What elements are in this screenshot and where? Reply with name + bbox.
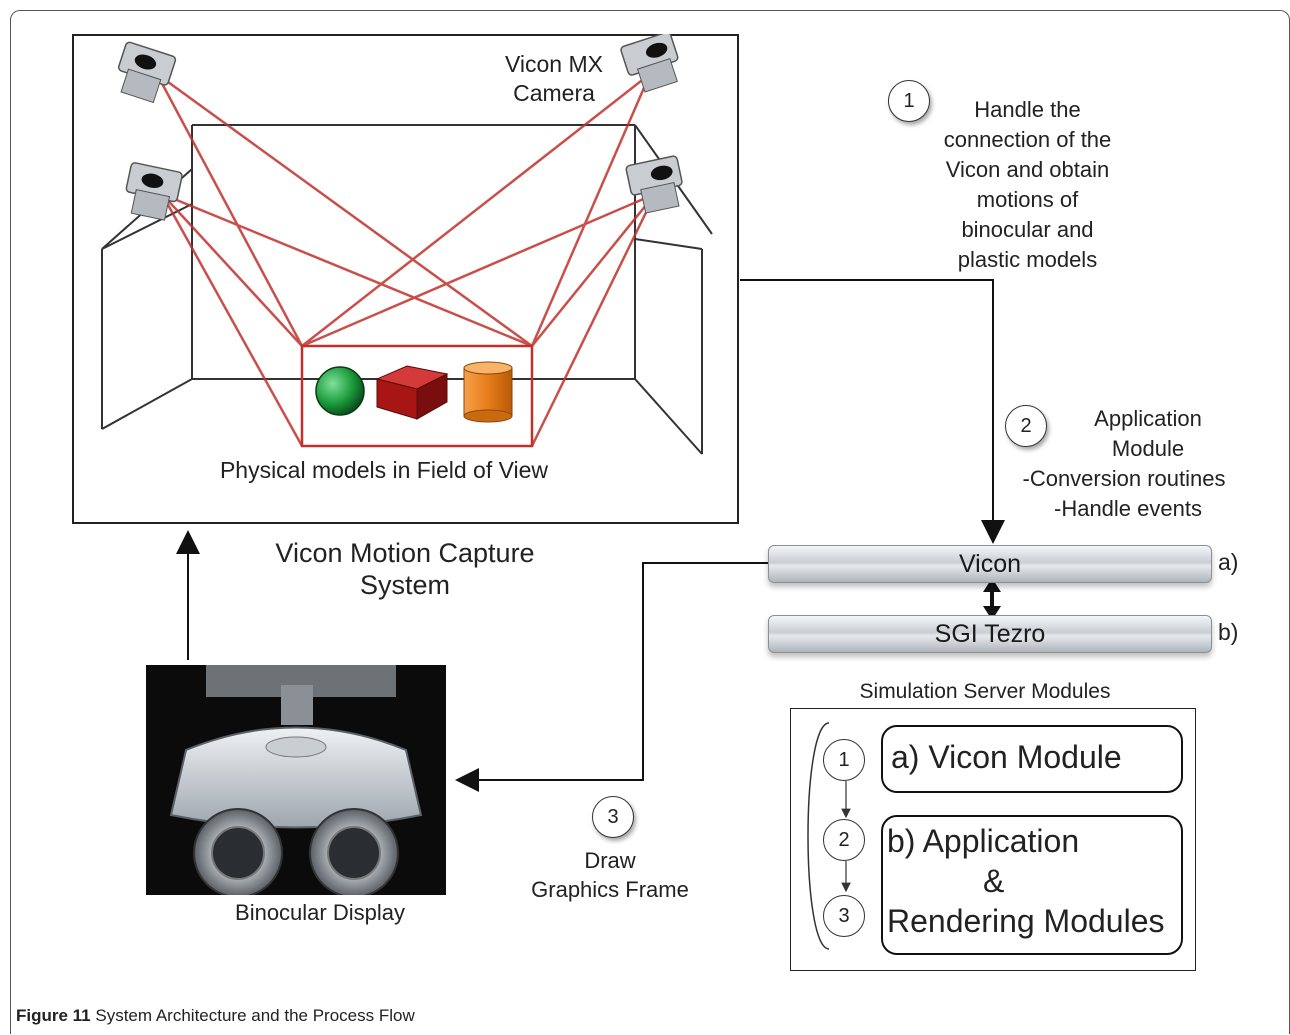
step2-number: 2 [1020, 414, 1032, 437]
step1-line: binocular and [961, 217, 1094, 242]
figure-caption-label: Figure 11 [16, 1006, 91, 1025]
step2-line: Module [1111, 436, 1185, 461]
vicon-server-label: Vicon [958, 550, 1022, 578]
step1-line: motions of [976, 187, 1079, 212]
cube-model [375, 365, 449, 420]
step3-line: Draw [584, 848, 636, 873]
system-title: Vicon Motion Capture System [240, 538, 570, 602]
step2-line: Application [1094, 406, 1202, 431]
vicon-server-tag: a) [1218, 549, 1239, 575]
module-step2-number: 2 [838, 828, 850, 851]
module-step3-number: 3 [838, 904, 850, 927]
cylinder-model [463, 361, 513, 423]
step1-circle: 1 [888, 80, 930, 122]
arrow-capture-to-vicon [740, 279, 1005, 544]
step1-line: Handle the [974, 97, 1081, 122]
module-flow [807, 722, 851, 950]
vicon-camera-mid-left [125, 162, 183, 221]
step1-line: Vicon and obtain [945, 157, 1110, 182]
module-step1-circle: 1 [823, 739, 865, 781]
system-title-line1: Vicon Motion Capture [275, 538, 535, 568]
figure-caption: Figure 11 System Architecture and the Pr… [16, 1006, 415, 1026]
sgi-server-label: SGI Tezro [934, 620, 1046, 648]
sgi-server-tag: b) [1218, 619, 1239, 645]
module-step2-circle: 2 [823, 819, 865, 861]
arrow-server-to-binocular [455, 562, 768, 792]
sgi-server: SGI Tezro [768, 615, 1212, 653]
vicon-module-box: a) Vicon Module [881, 725, 1183, 793]
field-of-view-box [300, 344, 534, 448]
camera-label-line1: Vicon MX [505, 51, 603, 77]
rendering-module-label: Rendering Modules [887, 903, 1165, 939]
field-of-view-label: Physical models in Field of View [220, 457, 548, 483]
step2-line: -Conversion routines [1022, 466, 1226, 491]
module-step3-circle: 3 [823, 895, 865, 937]
binocular-device [146, 665, 446, 895]
vicon-server: Vicon [768, 545, 1212, 583]
vicon-camera-top-right [620, 34, 679, 93]
application-module-box: b) Application & Rendering Modules [881, 815, 1183, 955]
step1-number: 1 [903, 89, 915, 112]
modules-title: Simulation Server Modules [859, 680, 1111, 703]
step2-circle: 2 [1005, 405, 1047, 447]
system-title-line2: System [359, 569, 451, 600]
arrow-vicon-sgi [983, 578, 1001, 620]
step3-number: 3 [607, 805, 619, 828]
vicon-module-label: a) Vicon Module [891, 739, 1122, 775]
application-module-ampersand: & [983, 863, 1005, 899]
step3-line: Graphics Frame [531, 877, 689, 902]
module-step1-number: 1 [838, 748, 850, 771]
step1-description: Handle the connection of the Vicon and o… [905, 95, 1150, 275]
capture-system-panel: Vicon MX Camera Physical models in Field… [72, 34, 739, 524]
binocular-display-photo [146, 665, 446, 895]
step3-description: Draw Graphics Frame [505, 846, 715, 904]
figure-caption-text: System Architecture and the Process Flow [95, 1006, 415, 1025]
step2-line: -Handle events [1054, 496, 1202, 521]
camera-rays [155, 72, 657, 447]
step1-line: connection of the [943, 127, 1112, 152]
step2-description: Application Module -Conversion routines … [1000, 404, 1248, 524]
binocular-display-label: Binocular Display [235, 900, 405, 925]
step3-circle: 3 [592, 796, 634, 838]
vicon-camera-mid-right [625, 155, 683, 214]
module-loop [807, 722, 830, 950]
camera-label-line2: Camera [513, 80, 595, 106]
vicon-camera-top-left [117, 41, 177, 104]
application-module-label: b) Application [887, 823, 1080, 859]
modules-box: 1 2 3 a) Vicon Module b) Application & R… [790, 708, 1196, 971]
step1-line: plastic models [957, 247, 1098, 272]
sphere-model [315, 366, 365, 416]
